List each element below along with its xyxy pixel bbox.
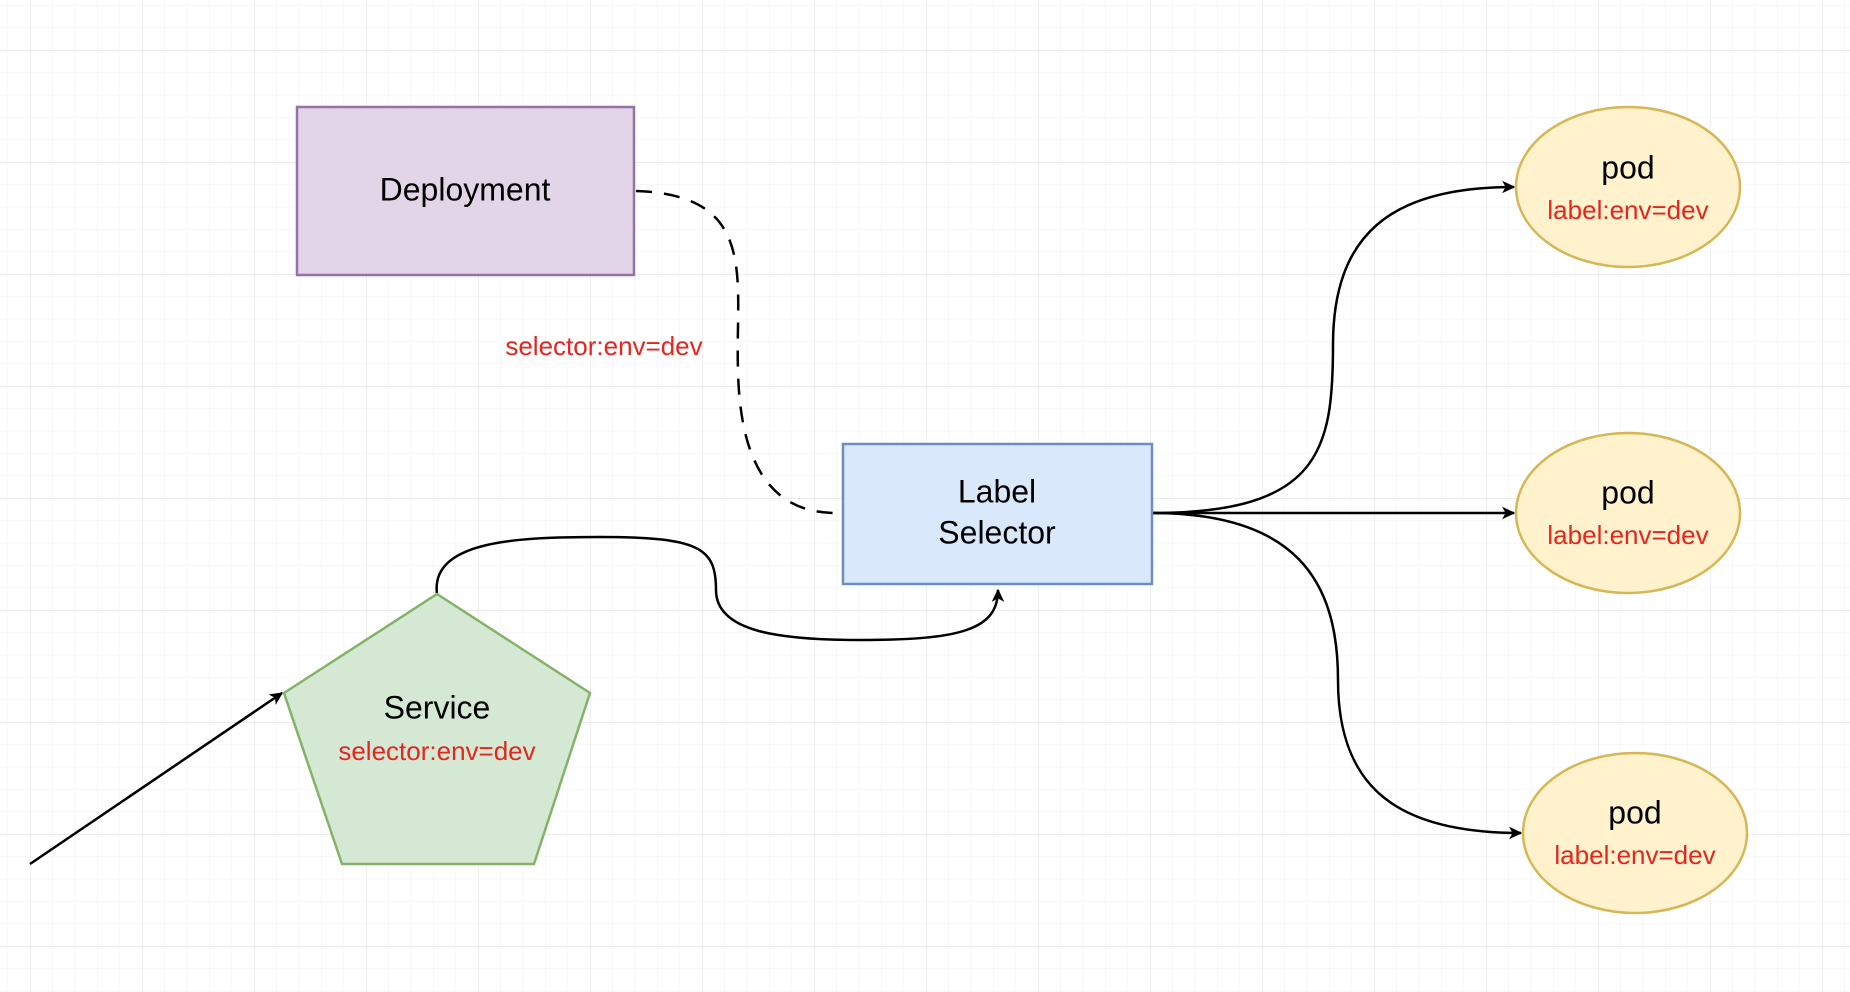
edge-service-to-selector[interactable] <box>435 535 1005 642</box>
pod-3-label: pod <box>1608 794 1661 830</box>
service-node[interactable]: Service selector:env=dev <box>282 592 592 866</box>
pod-2-sublabel: label:env=dev <box>1547 520 1708 550</box>
service-sublabel: selector:env=dev <box>338 736 535 766</box>
deployment-edge-label: selector:env=dev <box>505 331 702 361</box>
label-selector-label-line1: Label <box>958 473 1036 509</box>
edge-deployment-to-selector[interactable] <box>635 189 835 515</box>
label-selector-label-line2: Selector <box>938 514 1056 550</box>
deployment-node[interactable]: Deployment <box>295 105 636 277</box>
service-label: Service <box>384 689 491 725</box>
pod-2-label: pod <box>1601 474 1654 510</box>
deployment-label: Deployment <box>380 171 551 207</box>
edge-selector-to-pod-1[interactable] <box>1151 180 1516 515</box>
edge-incoming-to-service[interactable] <box>29 691 284 866</box>
pod-node-3[interactable]: pod label:env=dev <box>1521 751 1749 915</box>
pod-3-sublabel: label:env=dev <box>1554 840 1715 870</box>
pod-node-1[interactable]: pod label:env=dev <box>1514 105 1742 269</box>
pod-1-sublabel: label:env=dev <box>1547 195 1708 225</box>
label-selector-node[interactable]: Label Selector <box>841 442 1154 586</box>
pod-1-label: pod <box>1601 149 1654 185</box>
edge-selector-to-pod-3[interactable] <box>1151 511 1523 840</box>
pod-node-2[interactable]: pod label:env=dev <box>1514 431 1742 595</box>
